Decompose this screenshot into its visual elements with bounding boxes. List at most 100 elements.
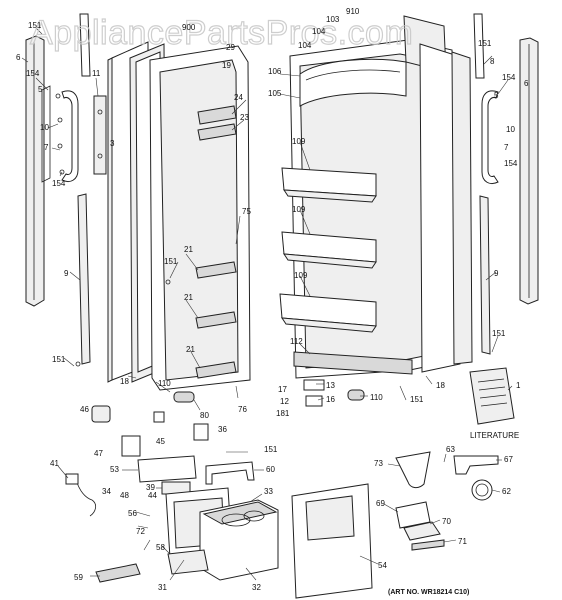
callout-label: 103 [326,15,340,24]
callout-label: 151 [478,39,492,48]
callout-label: 3 [110,139,115,148]
callout-label: 109 [294,271,308,280]
leader-lines [21,27,513,581]
callout-label: 110 [370,393,383,402]
callout-label: 72 [136,527,145,536]
callout-label: 12 [280,397,289,406]
callout-label: 154 [26,69,40,78]
dispenser-bracket-60 [205,461,255,485]
callout-label: 154 [52,179,66,188]
callout-label: 9 [494,269,499,278]
callout-label: 39 [146,483,155,492]
callout-label: 151 [264,445,278,454]
left-door-trim-9 [77,193,91,365]
drip-grille-59 [95,563,141,583]
rod-71 [411,539,445,551]
callout-label: 44 [148,491,157,500]
literature-label: LITERATURE [470,431,519,440]
callout-label: 41 [50,459,59,468]
callout-label: 151 [52,355,66,364]
callout-label: 58 [156,543,165,552]
callout-label: 10 [506,125,515,134]
callout-label: 104 [312,27,326,36]
callout-label: 13 [326,381,335,390]
callout-label: 54 [378,561,387,570]
callout-label: 18 [436,381,445,390]
callout-label: 59 [74,573,83,582]
callout-label: 69 [376,499,385,508]
left-door-screws [55,93,171,367]
callout-label: 32 [252,583,261,592]
callout-label: 5 [494,91,499,100]
callout-label: 19 [222,61,231,70]
callout-label: 17 [278,385,287,394]
callout-label: 53 [110,465,119,474]
callout-labels: 900 910 151 6 154 5 11 10 7 3 154 29 19 … [16,7,529,592]
callout-label: 1 [516,381,521,390]
callout-label: 33 [264,487,273,496]
callout-label: 8 [490,57,495,66]
callout-label: 70 [442,517,451,526]
callout-label: 21 [184,293,193,302]
callout-label: 76 [238,405,247,414]
callout-label: 109 [292,137,306,146]
callout-label: 29 [226,43,235,52]
callout-label: 80 [200,411,209,420]
callout-label: 24 [234,93,243,102]
right-vertical-trim-8 [473,13,485,79]
callout-label: 31 [158,583,167,592]
callout-label: 63 [446,445,455,454]
callout-label: 181 [276,409,290,418]
right-door-handle [481,90,499,185]
ice-crusher-housing-32 [199,499,279,581]
callout-label: 62 [502,487,511,496]
callout-label: 151 [164,257,178,266]
callout-label: 154 [502,73,516,82]
callout-label: 6 [16,53,21,62]
dispenser-cover-53 [137,455,197,483]
callout-label: 11 [92,69,101,78]
callout-label: 48 [120,491,129,500]
callout-label: 45 [156,437,165,446]
callout-label: 112 [290,337,303,346]
fresh-food-door-shell [289,39,459,379]
callout-label: 900 [182,23,196,32]
left-door-handle [41,85,79,183]
callout-label: 151 [28,21,42,30]
right-door-gasket-strip [519,37,539,305]
callout-label: 18 [120,377,129,386]
callout-label: 109 [292,205,306,214]
dispenser-door-54 [291,483,373,599]
callout-label: 75 [242,207,251,216]
callout-label: 5 [38,85,43,94]
callout-label: 910 [346,7,360,16]
freezer-shelf-bins-21 [195,105,237,379]
callout-label: 23 [240,113,249,122]
small-parts-cluster [91,379,365,457]
watermark-text: AppliancePartsPros.com [30,14,413,52]
callout-label: 106 [268,67,282,76]
callout-label: 34 [102,487,111,496]
door-bins-109 [279,167,377,333]
callout-label: 151 [410,395,424,404]
drip-tray-58 [167,549,209,575]
right-door-trim-9 [479,195,491,355]
left-door-gasket-strip [25,35,45,307]
callout-label: 104 [298,41,312,50]
left-vertical-trim-151 [79,13,91,77]
callout-label: 9 [64,269,69,278]
flapper-assembly-69-70 [395,501,441,541]
callout-label: 7 [504,143,509,152]
callout-label: 10 [40,123,49,132]
callout-label: 67 [504,455,513,464]
callout-label: 60 [266,465,275,474]
callout-label: 151 [492,329,506,338]
wiring-harness-34 [65,473,96,517]
callout-label: 47 [94,449,103,458]
left-handle-bracket-11 [93,95,107,175]
door-top-cap-106 [299,58,407,107]
callout-label: 46 [80,405,89,414]
callout-label: 21 [184,245,193,254]
callout-label: 6 [524,79,529,88]
